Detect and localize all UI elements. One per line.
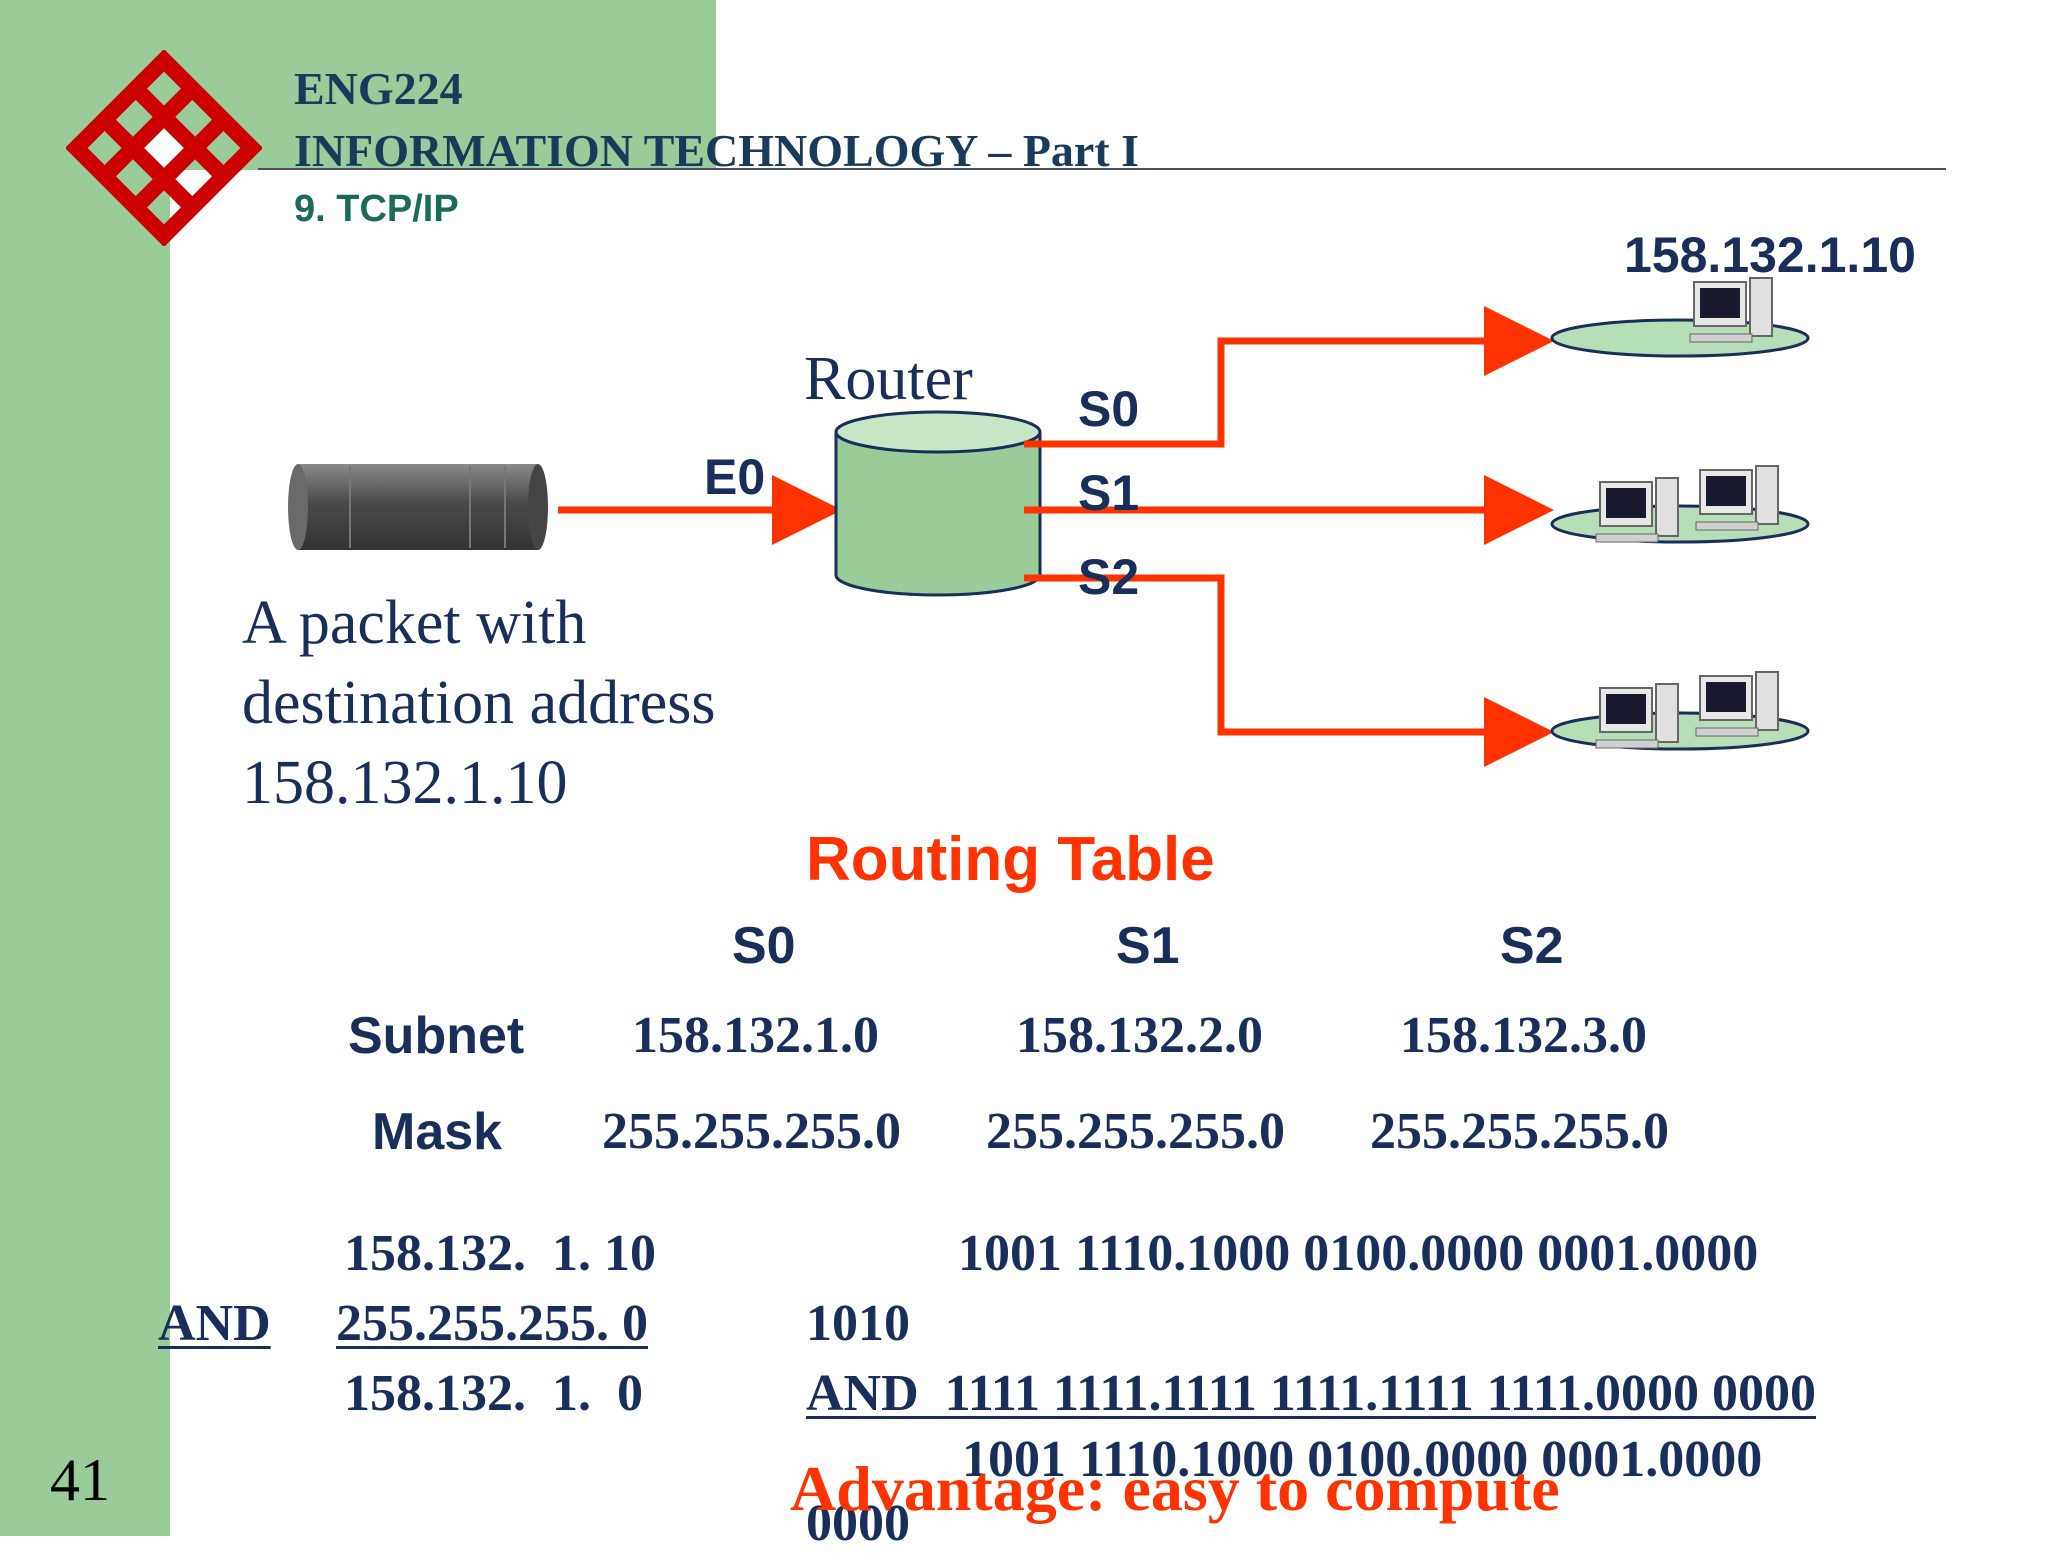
computer-icon <box>1695 465 1779 531</box>
table-cell: 158.132.1.0 <box>632 1007 879 1064</box>
host-address: 158.132.1.10 <box>1624 227 1916 283</box>
table-row-label-subnet: Subnet <box>348 1007 525 1065</box>
packet-icon <box>288 464 548 550</box>
table-col-s1: S1 <box>1116 917 1180 975</box>
top-green-panel <box>170 0 716 170</box>
table-row-label-mask: Mask <box>372 1103 503 1161</box>
decimal-and-label: AND <box>158 1295 271 1352</box>
table-col-s0: S0 <box>732 917 796 975</box>
interface-s0-label: S0 <box>1078 381 1140 437</box>
decimal-address: 158.132. 1. 10 <box>344 1225 656 1282</box>
decimal-result: 158.132. 1. 0 <box>344 1365 643 1422</box>
binary-address: 1001 1110.1000 0100.0000 0001.0000 <box>958 1225 1759 1282</box>
s0-link <box>1024 306 1554 448</box>
table-cell: 158.132.2.0 <box>1016 1007 1263 1064</box>
binary-mask: AND 1111 1111.1111 1111.1111 1111.0000 0… <box>806 1365 1817 1422</box>
table-cell: 255.255.255.0 <box>602 1103 901 1160</box>
table-cell: 158.132.3.0 <box>1400 1007 1647 1064</box>
computer-icon <box>1695 671 1779 737</box>
computer-icon <box>1595 477 1679 543</box>
router-icon <box>834 410 1042 597</box>
table-cell: 255.255.255.0 <box>1370 1103 1669 1160</box>
packet-caption-line1: A packet with <box>242 589 587 657</box>
packet-caption-line3: 158.132.1.10 <box>242 749 568 817</box>
title-rule <box>258 168 1946 170</box>
course-title: INFORMATION TECHNOLOGY – Part I <box>294 125 1140 176</box>
packet-caption-line2: destination address <box>242 669 716 737</box>
computer-icon <box>1689 277 1773 343</box>
binary-result: 1001 1110.1000 0100.0000 0001.0000 <box>962 1431 1763 1488</box>
interface-e0-label: E0 <box>704 449 766 505</box>
router-label: Router <box>804 345 973 413</box>
computer-icon <box>1595 683 1679 749</box>
advantage-note: Advantage: easy to compute <box>790 1453 1560 1524</box>
decimal-mask: 255.255.255. 0 <box>336 1295 648 1352</box>
routing-table-title: Routing Table <box>806 825 1215 894</box>
course-code: ENG224 <box>294 63 463 114</box>
subnet-s0 <box>1550 318 1810 358</box>
interface-s2-label: S2 <box>1078 549 1140 605</box>
s2-link <box>1024 574 1554 767</box>
university-logo-icon <box>66 50 262 246</box>
table-col-s2: S2 <box>1500 917 1564 975</box>
interface-s1-label: S1 <box>1078 465 1140 521</box>
slide-number: 41 <box>50 1447 110 1513</box>
section-title: 9. TCP/IP <box>294 188 459 230</box>
table-cell: 255.255.255.0 <box>986 1103 1285 1160</box>
binary-address-wrap: 1010 <box>806 1295 910 1352</box>
left-green-bar <box>0 0 170 1536</box>
